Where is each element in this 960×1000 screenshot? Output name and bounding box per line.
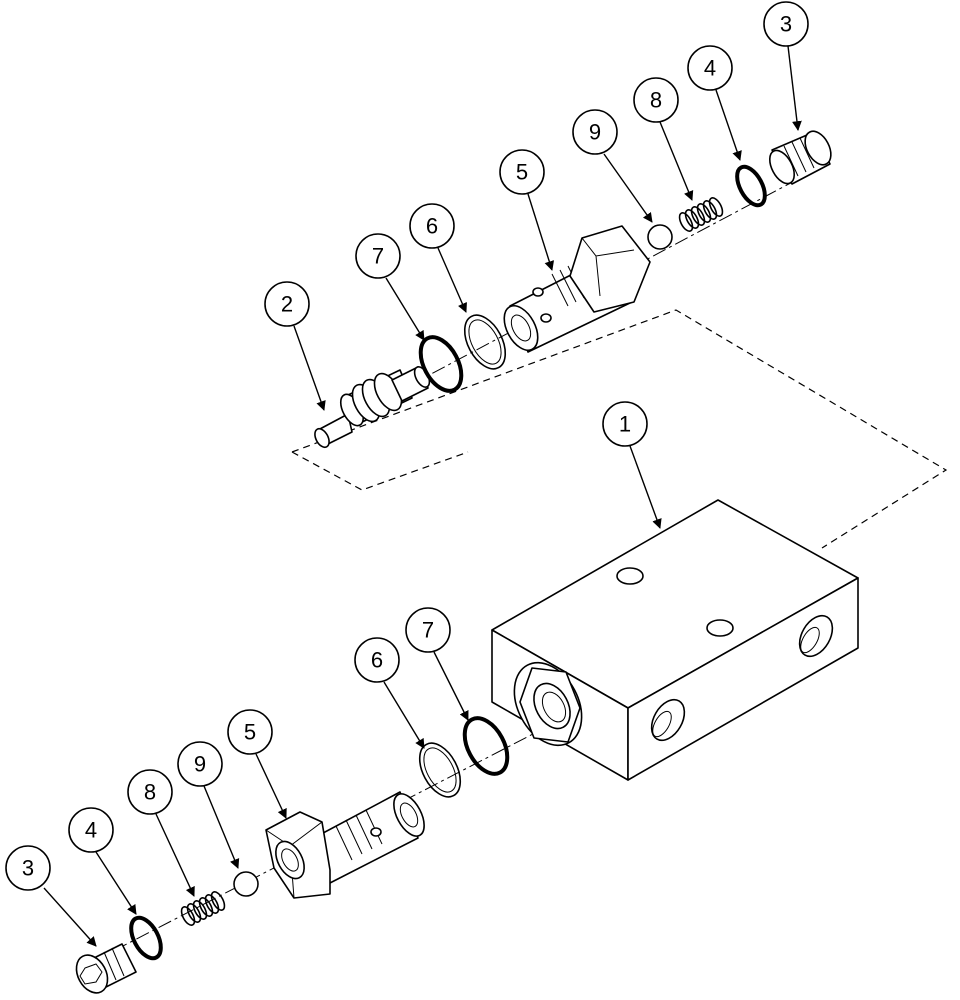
callout-6-bottom-circle bbox=[354, 637, 400, 683]
callout-3-top: 3 bbox=[780, 12, 792, 37]
callout-2: 2 bbox=[281, 292, 293, 317]
leader-5-top bbox=[527, 193, 555, 271]
callout-5-top-circle bbox=[499, 149, 545, 195]
callout-4-top-circle bbox=[687, 45, 733, 91]
valve-body-side-face bbox=[627, 577, 859, 781]
callout-5-top: 5 bbox=[516, 160, 528, 185]
check-cartridge-upper bbox=[503, 225, 651, 353]
leader-3-bottom bbox=[43, 887, 97, 947]
leader-4-top bbox=[715, 89, 742, 161]
o-ring-7-upper bbox=[418, 335, 464, 393]
leader-1 bbox=[629, 445, 662, 529]
body-side-port-1 bbox=[650, 698, 686, 742]
leader-2 bbox=[293, 325, 326, 411]
leader-6-top bbox=[437, 247, 467, 313]
callout-9-top-circle bbox=[572, 109, 618, 155]
leader-9-top bbox=[603, 153, 653, 223]
leader-7-bottom bbox=[433, 651, 469, 721]
callout-6-top-circle bbox=[409, 203, 455, 249]
callout-8-bottom: 8 bbox=[144, 780, 156, 805]
callout-8-top-circle bbox=[633, 77, 679, 123]
callout-3-bottom-circle bbox=[5, 845, 51, 891]
callout-7-bottom: 7 bbox=[422, 618, 434, 643]
callout-8-bottom-circle bbox=[127, 769, 173, 815]
backup-ring-6-upper bbox=[463, 314, 507, 370]
body-top-port-1 bbox=[616, 567, 644, 585]
leader-8-bottom bbox=[155, 813, 195, 897]
check-cartridge-lower bbox=[265, 791, 425, 899]
leader-3-top bbox=[787, 45, 802, 131]
spring-8-upper bbox=[678, 197, 724, 232]
callout-9-top: 9 bbox=[589, 120, 601, 145]
callout-3-top-circle bbox=[763, 1, 809, 47]
callout-6-bottom: 6 bbox=[371, 648, 383, 673]
callout-4-bottom: 4 bbox=[85, 818, 97, 843]
body-front-port-thread bbox=[541, 691, 567, 723]
backup-ring-6-lower bbox=[418, 742, 462, 798]
leader-7-top bbox=[385, 277, 425, 341]
body-side-port-2 bbox=[798, 614, 834, 658]
o-ring-4-lower bbox=[129, 915, 163, 961]
plug-3-upper bbox=[768, 130, 832, 185]
o-ring-7-lower bbox=[462, 716, 510, 776]
callout-3-bottom: 3 bbox=[22, 856, 34, 881]
callout-7-bottom-circle bbox=[405, 607, 451, 653]
valve-body bbox=[491, 499, 859, 781]
backup-ring-6-upper-inner bbox=[468, 319, 502, 365]
leader-8-top bbox=[659, 121, 694, 201]
backup-ring-6-lower-inner bbox=[423, 747, 457, 793]
body-side-port-2-inner bbox=[800, 626, 820, 654]
callout-2-circle bbox=[264, 281, 310, 327]
check-ball-9-upper bbox=[647, 224, 673, 250]
callout-1: 1 bbox=[619, 412, 631, 437]
spring-8-lower bbox=[180, 891, 226, 926]
callout-4-bottom-circle bbox=[68, 807, 114, 853]
callout-7-top: 7 bbox=[372, 244, 384, 269]
body-top-port-2 bbox=[706, 619, 734, 637]
leader-6-bottom bbox=[383, 681, 425, 749]
leader-9-bottom bbox=[203, 785, 240, 869]
callout-7-top-circle bbox=[355, 233, 401, 279]
callout-5-bottom-circle bbox=[227, 709, 273, 755]
leader-5-bottom bbox=[255, 753, 287, 819]
callout-6-top: 6 bbox=[426, 214, 438, 239]
assembly-boundary bbox=[291, 309, 948, 549]
callout-9-bottom: 9 bbox=[194, 752, 206, 777]
callout-9-bottom-circle bbox=[177, 741, 223, 787]
o-ring-4-upper bbox=[735, 164, 767, 208]
callout-5-bottom: 5 bbox=[244, 720, 256, 745]
callout-8-top: 8 bbox=[650, 88, 662, 113]
plug-3-lower bbox=[75, 943, 137, 994]
pilot-spool-upper bbox=[314, 366, 431, 449]
callout-4-top: 4 bbox=[704, 56, 716, 81]
check-ball-9-lower bbox=[233, 871, 259, 897]
callout-1-circle bbox=[602, 401, 648, 447]
body-side-port-1-inner bbox=[652, 710, 672, 738]
body-front-port-bore bbox=[533, 682, 571, 730]
leader-4-bottom bbox=[95, 851, 137, 915]
